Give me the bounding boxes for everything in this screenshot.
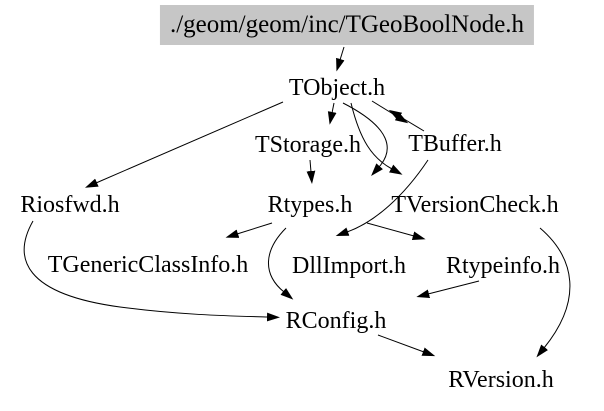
edge-riosfwd-to-rconfig bbox=[23, 220, 280, 322]
edge-tversioncheck-to-rversion bbox=[536, 227, 571, 358]
edge-root-to-tobject bbox=[336, 46, 345, 72]
edge-rtypes-to-rconfig bbox=[268, 227, 294, 300]
edge-rtypeinfo-to-rconfig bbox=[416, 280, 480, 299]
edge-tobject-to-tversioncheck bbox=[350, 102, 403, 175]
node-riosfwd[interactable]: Riosfwd.h bbox=[20, 192, 120, 218]
node-tstorage[interactable]: TStorage.h bbox=[255, 132, 361, 158]
edge-tobject-to-riosfwd bbox=[84, 101, 284, 188]
node-tgeoboolnode-root: ./geom/geom/inc/TGeoBoolNode.h bbox=[159, 5, 535, 45]
node-rtypes[interactable]: Rtypes.h bbox=[267, 192, 353, 218]
node-rconfig[interactable]: RConfig.h bbox=[285, 308, 387, 334]
edge-tstorage-to-rtypes bbox=[306, 159, 316, 184]
edge-rconfig-to-rversion bbox=[377, 334, 436, 357]
edge-rtypes-to-rtypeinfo bbox=[366, 222, 426, 240]
edge-tobject-to-rtypes bbox=[342, 102, 388, 177]
node-tbuffer[interactable]: TBuffer.h bbox=[408, 131, 502, 157]
node-tversioncheck[interactable]: TVersionCheck.h bbox=[391, 192, 559, 218]
node-rversion[interactable]: RVersion.h bbox=[448, 367, 554, 393]
node-tgenericclassinfo[interactable]: TGenericClassInfo.h bbox=[47, 252, 249, 278]
node-dllimport[interactable]: DllImport.h bbox=[292, 253, 406, 279]
edge-tobject-to-tstorage bbox=[327, 102, 337, 125]
node-rtypeinfo[interactable]: Rtypeinfo.h bbox=[446, 253, 560, 279]
edge-rtypes-to-tgenericclassinfo bbox=[225, 222, 273, 238]
edge-tbuffer-to-rtypes bbox=[335, 159, 429, 237]
edge-tbuffer-to-tobject bbox=[388, 109, 425, 132]
edge-tobject-to-tbuffer bbox=[371, 100, 409, 124]
node-tobject[interactable]: TObject.h bbox=[288, 75, 386, 101]
